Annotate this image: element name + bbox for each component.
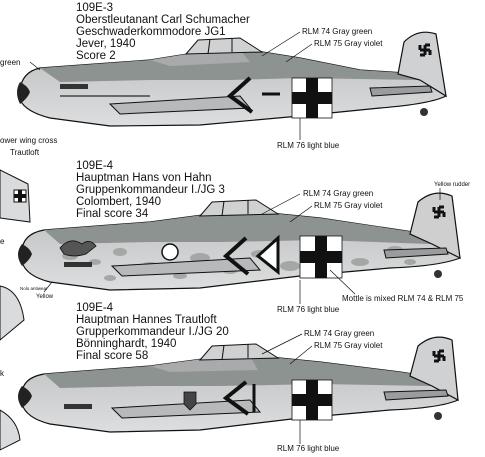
callouts-aircraft-2: RLM 74 Gray green RLM 75 Gray violet RLM… bbox=[36, 182, 470, 314]
aircraft-1-wing bbox=[108, 95, 252, 115]
aircraft-2-triangle bbox=[255, 234, 280, 276]
aircraft-3-canopy bbox=[198, 343, 280, 361]
callout-rlm75: RLM 75 Gray violet bbox=[314, 201, 383, 210]
aircraft-2-canopy bbox=[198, 199, 280, 217]
callout-yellow: Yellow bbox=[36, 294, 54, 300]
wing-tip-view bbox=[0, 285, 25, 341]
designation: 109E-4 bbox=[76, 160, 114, 172]
left-edge-labels: ower wing cross Trautloft Nolo antiwear … bbox=[0, 136, 57, 378]
pilot: Hauptman Hannes Trautloft bbox=[76, 314, 217, 326]
side-label-2: Trautloft bbox=[10, 148, 40, 157]
place-year: Jever, 1940 bbox=[76, 38, 135, 50]
aircraft-1-chevron bbox=[226, 76, 254, 114]
caption-aircraft-1: 109E-3 Oberstleutanant Carl Schumacher G… bbox=[76, 2, 250, 62]
nose-detail-view bbox=[0, 409, 21, 451]
unit: Grupperkommandeur I./JG 20 bbox=[76, 326, 229, 338]
side-label-5: e bbox=[0, 237, 5, 246]
aircraft-3-fuselage-cross bbox=[291, 379, 333, 421]
aircraft-2-tail-marking bbox=[432, 205, 446, 219]
aircraft-3-tail-fin bbox=[409, 336, 459, 402]
callout-rlm74: RLM 74 Gray green bbox=[302, 27, 372, 36]
aircraft-1-spinner bbox=[17, 82, 30, 104]
callout-rlm76: RLM 76 light blue bbox=[277, 141, 340, 150]
callout-rlm75: RLM 75 Gray violet bbox=[314, 341, 383, 350]
aircraft-2-tail-fin bbox=[409, 192, 461, 260]
caption-aircraft-3: 109E-4 Hauptman Hannes Trautloft Grupper… bbox=[76, 302, 229, 362]
callout-rlm75: RLM 75 Gray violet bbox=[314, 39, 383, 48]
aircraft-3-upper-camo bbox=[44, 356, 440, 388]
aircraft-1-upper-camo bbox=[40, 50, 420, 82]
left-edge-details bbox=[0, 169, 31, 451]
place-year: Colombert, 1940 bbox=[76, 196, 161, 208]
aircraft-3-emblem bbox=[183, 391, 197, 411]
aircraft-1-fuselage-cross bbox=[291, 77, 333, 119]
unit: Gruppenkommandeur I./JG 3 bbox=[76, 184, 225, 196]
callouts-aircraft-3: RLM 74 Gray green RLM 75 Gray violet RLM… bbox=[261, 329, 383, 453]
designation: 109E-3 bbox=[76, 2, 113, 14]
pilot: Oberstleutanant Carl Schumacher bbox=[76, 14, 250, 26]
callout-rlm76: RLM 76 light blue bbox=[277, 444, 340, 453]
aircraft-1-profile bbox=[17, 31, 448, 127]
callout-rlm74: RLM 74 Gray green bbox=[303, 189, 373, 198]
aircraft-2-wing bbox=[110, 257, 262, 277]
callout-rlm76: RLM 76 light blue bbox=[277, 305, 340, 314]
score: Score 2 bbox=[76, 50, 116, 62]
aircraft-3-wing bbox=[110, 399, 262, 419]
mottle-note: Mottle is mixed RLM 74 & RLM 75 bbox=[342, 294, 464, 303]
aircraft-1-tail-marking bbox=[418, 43, 432, 57]
aircraft-2-fuselage-cross bbox=[299, 235, 343, 279]
callout-rlm74: RLM 74 Gray green bbox=[304, 329, 374, 338]
aircraft-1-tail-fin bbox=[397, 31, 447, 98]
aircraft-1-canopy bbox=[184, 37, 264, 55]
aircraft-3-profile bbox=[18, 336, 459, 433]
aircraft-2-emblem bbox=[59, 240, 179, 261]
caption-aircraft-2: 109E-4 Hauptman Hans von Hahn Gruppenkom… bbox=[76, 160, 225, 220]
aircraft-3-chevron bbox=[222, 380, 250, 416]
pilot: Hauptman Hans von Hahn bbox=[76, 172, 212, 184]
aircraft-3-tail-marking bbox=[432, 349, 446, 363]
left-edge-label: green bbox=[0, 58, 20, 67]
side-label-1: ower wing cross bbox=[0, 136, 57, 145]
callout-yellow-rudder: Yellow rudder bbox=[434, 182, 470, 188]
designation: 109E-4 bbox=[76, 302, 114, 314]
score: Final score 58 bbox=[76, 350, 148, 362]
aircraft-2-profile bbox=[18, 192, 462, 291]
side-label-4: k bbox=[0, 369, 5, 378]
side-label-3: Nolo antiwear bbox=[20, 286, 48, 291]
score: Final score 34 bbox=[76, 208, 149, 220]
unit: Geschwaderkommodore JG1 bbox=[76, 26, 226, 38]
aircraft-2-chevron bbox=[222, 236, 250, 276]
callouts-aircraft-1: RLM 74 Gray green RLM 75 Gray violet RLM… bbox=[0, 27, 383, 150]
place-year: Bönninghardt, 1940 bbox=[76, 338, 176, 350]
